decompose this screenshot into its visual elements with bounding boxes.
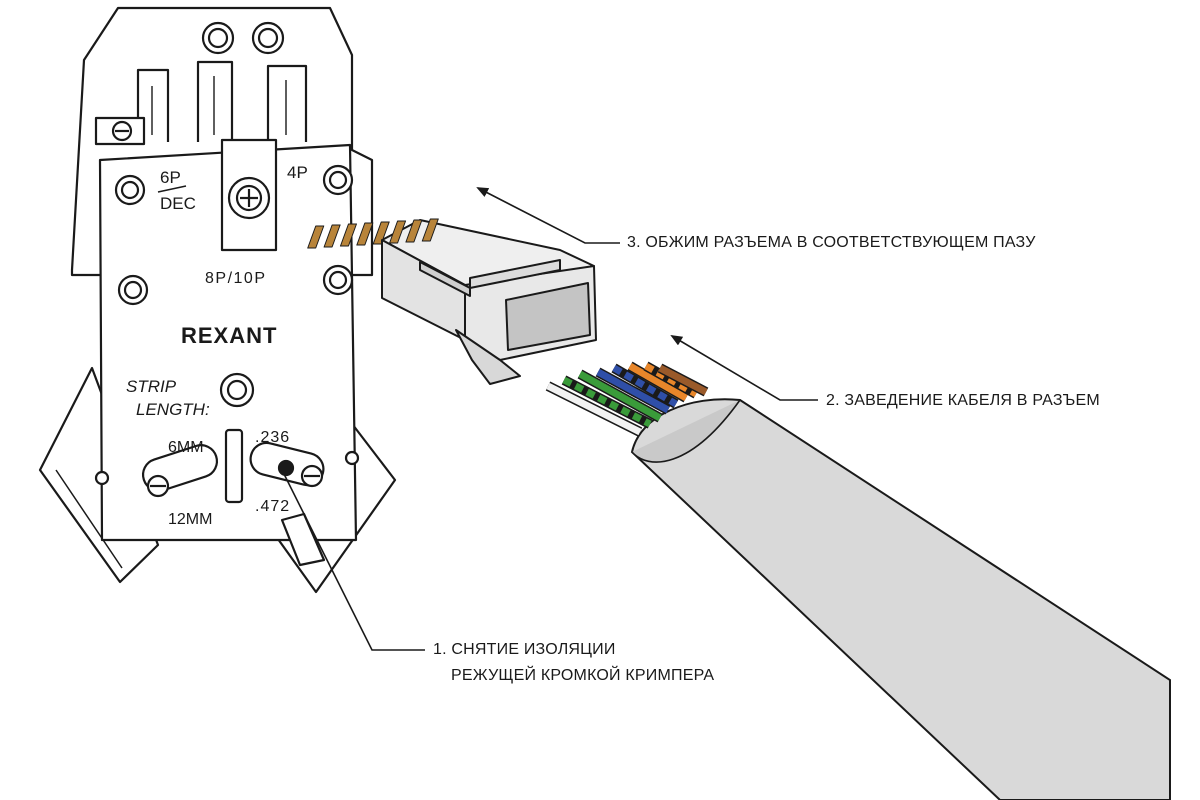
locking-tab <box>455 329 521 385</box>
callout-step3-text: 3. ОБЖИМ РАЗЪЕМА В СООТВЕТСТВУЮЩЕМ ПАЗУ <box>627 234 1036 251</box>
label-8p10p: 8P/10P <box>205 270 266 287</box>
brand-logo: REXANT <box>181 323 277 348</box>
callout-step2: 2. ЗАВЕДЕНИЕ КАБЕЛЯ В РАЗЪЕМ <box>826 388 1100 414</box>
leader-lines <box>281 187 818 651</box>
connector-opening <box>505 282 591 351</box>
label-472: .472 <box>255 498 290 515</box>
label-dec: DEC <box>160 194 196 213</box>
leader-step1 <box>281 469 425 651</box>
label-length: LENGTH: <box>136 400 210 419</box>
label-strip: STRIP <box>126 377 177 396</box>
label-6p: 6P <box>160 168 181 187</box>
label-12mm: 12MM <box>168 511 212 528</box>
leader-step2 <box>670 334 818 401</box>
tool-labels: 6P DEC 4P 8P/10P REXANT STRIP LENGTH: 6M… <box>126 163 308 528</box>
label-6mm: 6MM <box>168 439 204 456</box>
cutting-point-dot <box>277 459 295 477</box>
cable-jacket <box>630 398 1171 800</box>
connector-contacts <box>307 218 439 249</box>
network-cable <box>630 398 1171 800</box>
callout-step3: 3. ОБЖИМ РАЗЪЕМА В СООТВЕТСТВУЮЩЕМ ПАЗУ <box>627 230 1036 256</box>
cable-wires <box>545 361 709 437</box>
label-4p: 4P <box>287 163 308 182</box>
leader-step3 <box>476 187 620 244</box>
rj45-connector <box>307 218 597 385</box>
callout-step1-line2: РЕЖУЩЕЙ КРОМКОЙ КРИМПЕРА <box>451 667 715 684</box>
callout-step1: 1. СНЯТИЕ ИЗОЛЯЦИИ РЕЖУЩЕЙ КРОМКОЙ КРИМП… <box>433 637 714 689</box>
crimper-tool <box>38 6 397 594</box>
callout-step2-text: 2. ЗАВЕДЕНИЕ КАБЕЛЯ В РАЗЪЕМ <box>826 392 1100 409</box>
callout-step1-line1: 1. СНЯТИЕ ИЗОЛЯЦИИ <box>433 641 616 658</box>
label-236: .236 <box>255 429 290 446</box>
